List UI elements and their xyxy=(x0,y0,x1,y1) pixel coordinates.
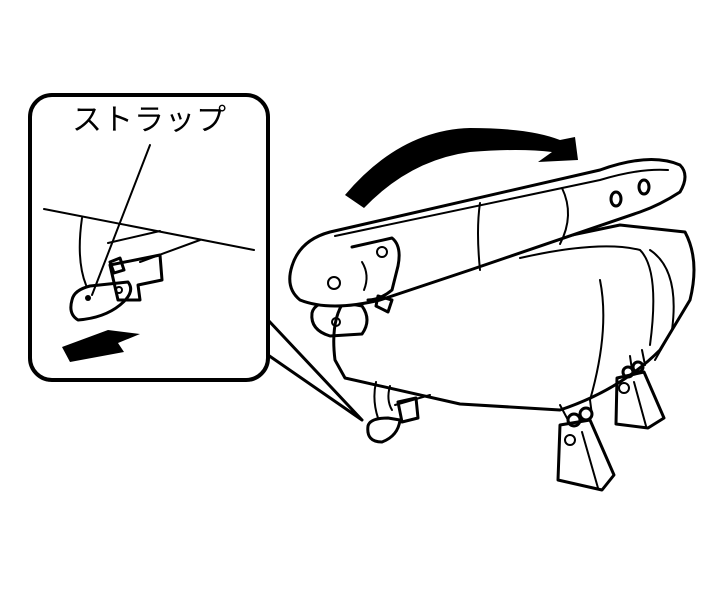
seat-leg-rear xyxy=(614,349,666,430)
leader-line xyxy=(91,144,151,296)
strap-label: ストラップ xyxy=(72,103,227,138)
seat-cushion xyxy=(310,223,696,412)
seat-leg-front xyxy=(556,399,616,492)
inset-callout xyxy=(28,93,364,422)
strap xyxy=(366,381,431,444)
folding-seat-section xyxy=(288,158,687,314)
pull-arrow-icon xyxy=(62,330,140,362)
rotation-arrow-icon xyxy=(345,128,578,208)
